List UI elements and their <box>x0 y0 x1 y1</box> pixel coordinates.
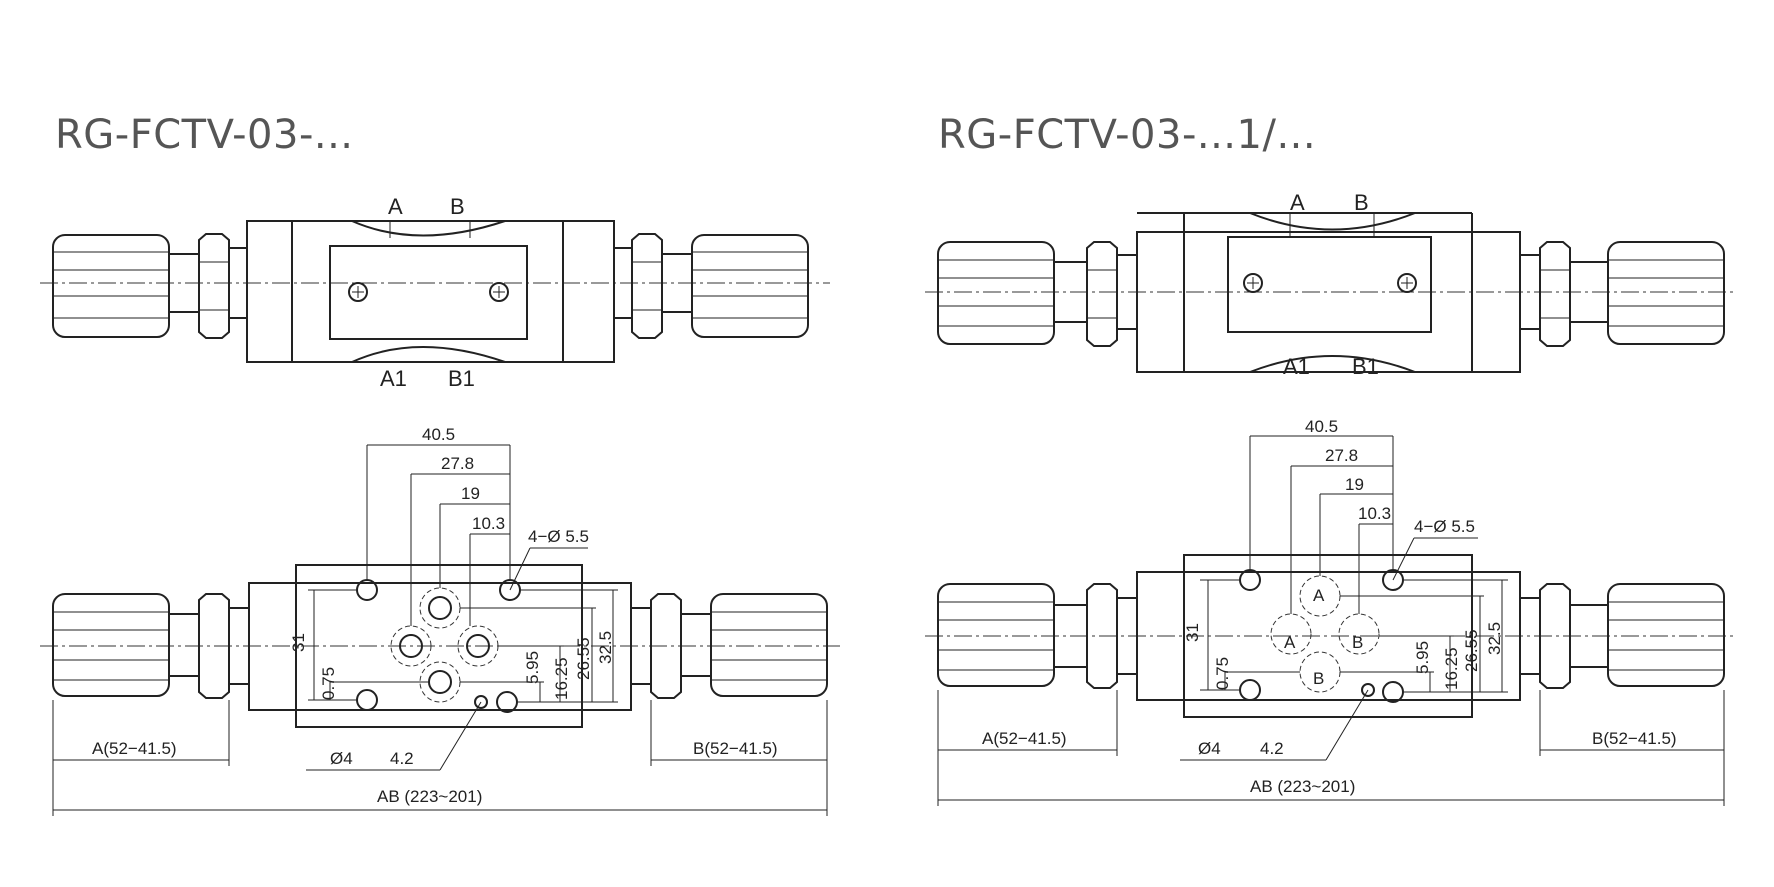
dim-b-length: B(52−41.5) <box>1592 729 1677 748</box>
dim-holes: 4−Ø 5.5 <box>1414 517 1475 536</box>
dim-10-3: 10.3 <box>472 514 505 533</box>
dim-31: 31 <box>1183 623 1202 642</box>
port-b-label: B <box>1354 190 1369 215</box>
dim-26-55: 26.55 <box>574 637 593 680</box>
dim-4-2: 4.2 <box>390 749 414 768</box>
dim-32-5: 32.5 <box>596 631 615 664</box>
dim-phi4: Ø4 <box>1198 739 1221 758</box>
dim-ab-length: AB (223~201) <box>1250 777 1355 796</box>
dim-19: 19 <box>1345 475 1364 494</box>
dim-27-8: 27.8 <box>1325 446 1358 465</box>
right-bottom-view: A A B B 4 <box>925 417 1735 806</box>
dim-5-95: 5.95 <box>523 651 542 684</box>
dim-4-2: 4.2 <box>1260 739 1284 758</box>
dim-26-55: 26.55 <box>1462 629 1481 672</box>
dim-19: 19 <box>461 484 480 503</box>
left-top-view: A B A1 B1 <box>40 194 830 391</box>
right-top-view: A B A1 B1 <box>925 190 1735 379</box>
dim-a-length: A(52−41.5) <box>92 739 177 758</box>
port-b1-label: B1 <box>448 366 475 391</box>
port-b-bottom-label: B <box>1313 669 1324 688</box>
dim-0-75: 0.75 <box>319 667 338 700</box>
dim-27-8: 27.8 <box>441 454 474 473</box>
dim-0-75: 0.75 <box>1213 657 1232 690</box>
dim-holes: 4−Ø 5.5 <box>528 527 589 546</box>
dim-phi4: Ø4 <box>330 749 353 768</box>
dim-40-5: 40.5 <box>422 425 455 444</box>
dim-16-25: 16.25 <box>552 657 571 700</box>
dim-32-5: 32.5 <box>1485 622 1504 655</box>
port-a-top-label: A <box>1313 586 1325 605</box>
port-b-label: B <box>450 194 465 219</box>
dim-b-length: B(52−41.5) <box>693 739 778 758</box>
dim-ab-length: AB (223~201) <box>377 787 482 806</box>
port-a-left-label: A <box>1284 633 1296 652</box>
port-a-label: A <box>388 194 403 219</box>
drawing-title-left: RG-FCTV-03-... <box>55 112 354 158</box>
dim-10-3: 10.3 <box>1358 504 1391 523</box>
port-b1-label: B1 <box>1352 354 1379 379</box>
port-b-right-label: B <box>1352 633 1363 652</box>
port-a1-label: A1 <box>1283 354 1310 379</box>
port-a-label: A <box>1290 190 1305 215</box>
drawing-title-right: RG-FCTV-03-...1/... <box>938 112 1317 158</box>
dim-5-95: 5.95 <box>1413 641 1432 674</box>
dim-a-length: A(52−41.5) <box>982 729 1067 748</box>
dim-16-25: 16.25 <box>1442 647 1461 690</box>
dim-40-5: 40.5 <box>1305 417 1338 436</box>
port-a1-label: A1 <box>380 366 407 391</box>
dim-31: 31 <box>289 633 308 652</box>
left-bottom-view: 40.5 27.8 19 10.3 4−Ø 5.5 31 0.75 5.95 1… <box>40 425 840 816</box>
